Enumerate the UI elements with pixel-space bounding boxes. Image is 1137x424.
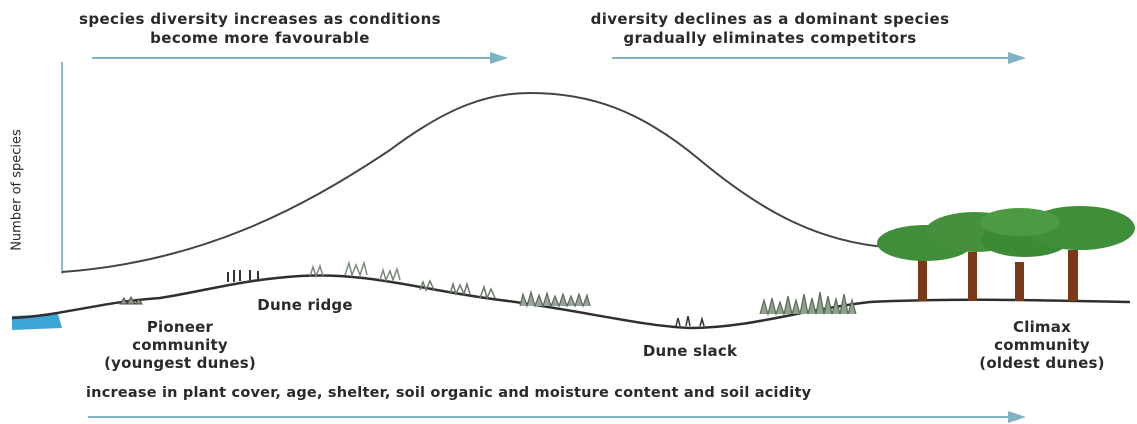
dune-slack-label: Dune slack — [625, 342, 755, 360]
pioneer-line-1: Pioneer — [80, 318, 280, 336]
dune-ridge-label: Dune ridge — [240, 296, 370, 314]
bottom-caption: increase in plant cover, age, shelter, s… — [86, 385, 811, 401]
bottom-arrow — [88, 411, 1026, 423]
pioneer-line-3: (youngest dunes) — [80, 354, 280, 372]
climax-line-2: community — [952, 336, 1132, 354]
pioneer-line-2: community — [80, 336, 280, 354]
climax-community-label: Climax community (oldest dunes) — [952, 318, 1132, 372]
climax-line-1: Climax — [952, 318, 1132, 336]
top-left-arrow — [92, 52, 508, 64]
climax-trees — [877, 206, 1135, 301]
pioneer-community-label: Pioneer community (youngest dunes) — [80, 318, 280, 372]
vegetation — [120, 263, 856, 326]
species-curve — [62, 93, 900, 272]
climax-line-3: (oldest dunes) — [952, 354, 1132, 372]
top-right-arrow — [612, 52, 1026, 64]
